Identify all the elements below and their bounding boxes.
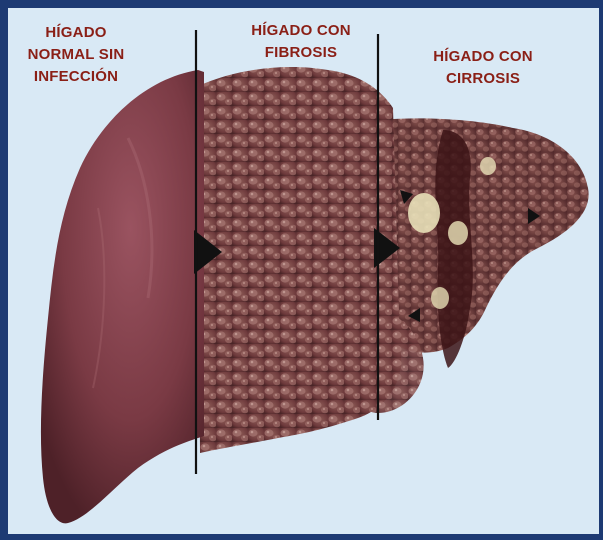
cirrosis-nodule [480, 157, 496, 175]
cirrosis-nodule [408, 193, 440, 233]
liver-cirrosis-lobe [378, 118, 589, 352]
liver-illustration: HÍGADO NORMAL SIN INFECCIÓN HÍGADO CON F… [8, 8, 599, 534]
label-cirrosis-liver: HÍGADO CON CIRROSIS [408, 46, 558, 90]
liver-normal-lobe [41, 70, 204, 523]
cirrosis-nodule [448, 221, 468, 245]
label-normal-liver: HÍGADO NORMAL SIN INFECCIÓN [16, 22, 136, 88]
cirrosis-nodule [431, 287, 449, 309]
label-fibrosis-liver: HÍGADO CON FIBROSIS [226, 20, 376, 64]
illustration-frame: HÍGADO NORMAL SIN INFECCIÓN HÍGADO CON F… [8, 8, 599, 534]
